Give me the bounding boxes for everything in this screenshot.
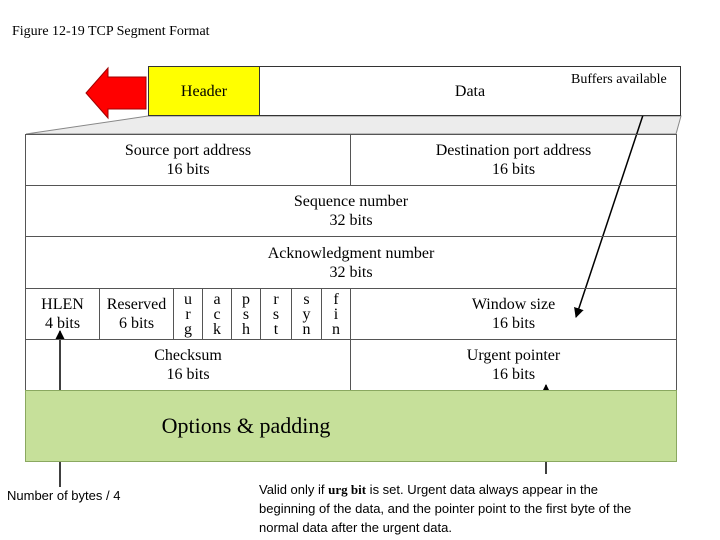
urgent-note-line3: normal data after the urgent data.: [259, 520, 452, 535]
urgent-note-bold: urg bit: [328, 482, 367, 497]
flag-letter: g: [184, 320, 192, 338]
flag-letter: r: [273, 290, 279, 308]
urgent-note-line2: beginning of the data, and the pointer p…: [259, 501, 632, 516]
flag-letter: a: [213, 290, 221, 308]
sequence-number-field: Sequence number 32 bits: [25, 185, 677, 237]
acknowledgment-number-name: Acknowledgment number: [267, 244, 435, 262]
urgent-note-rest: is set. Urgent data always appear in the: [366, 482, 599, 497]
data-box: Data: [259, 66, 681, 116]
checksum-name: Checksum: [154, 347, 222, 364]
options-padding-label: Options & padding: [161, 413, 331, 438]
data-label: Data: [454, 82, 486, 100]
buffers-arrow: [574, 87, 653, 318]
window-size-field: Window size 16 bits: [350, 288, 677, 340]
flag-letter: u: [184, 290, 192, 308]
options-padding-field: Options & padding: [25, 390, 677, 462]
urgent-pointer-bits: 16 bits: [491, 366, 536, 383]
urgent-note-line1: Valid only if urg bit is set. Urgent dat…: [259, 480, 714, 499]
hlen-field: HLEN 4 bits: [25, 288, 100, 340]
figure-caption: Figure 12-19 TCP Segment Format: [12, 24, 210, 39]
hlen-name: HLEN: [41, 296, 84, 313]
sequence-number-name: Sequence number: [293, 193, 409, 210]
flag-letter: s: [272, 305, 280, 323]
urgent-note-prefix: Valid only if: [259, 482, 329, 497]
urgent-pointer-name: Urgent pointer: [466, 347, 561, 364]
acknowledgment-number-field: Acknowledgment number 32 bits: [25, 236, 677, 289]
flag-letter: s: [303, 290, 310, 308]
destination-port-name: Destination port address: [435, 142, 592, 159]
reserved-name: Reserved: [106, 296, 167, 313]
flag-psh: p s h: [231, 288, 261, 340]
reserved-bits: 6 bits: [118, 315, 155, 332]
destination-port-bits: 16 bits: [491, 161, 536, 178]
flag-syn: s y n: [291, 288, 322, 340]
acknowledgment-number-bits: 32 bits: [329, 263, 373, 281]
flag-fin: f i n: [321, 288, 351, 340]
sequence-number-bits: 32 bits: [329, 212, 373, 229]
reserved-field: Reserved 6 bits: [99, 288, 174, 340]
header-label: Header: [180, 82, 228, 100]
expansion-funnel: [25, 115, 682, 135]
checksum-bits: 16 bits: [166, 366, 210, 383]
urgent-pointer-field: Urgent pointer 16 bits: [350, 339, 677, 391]
flag-letter: s: [242, 305, 250, 323]
source-port-field: Source port address 16 bits: [25, 134, 351, 186]
buffers-available-label: Buffers available: [571, 72, 667, 87]
header-box: Header: [148, 66, 260, 116]
flag-letter: y: [302, 305, 311, 323]
flag-letter: c: [213, 305, 221, 323]
flag-ack: a c k: [202, 288, 232, 340]
source-port-name: Source port address: [124, 142, 252, 159]
window-size-bits: 16 bits: [491, 315, 536, 332]
flag-letter: f: [333, 290, 339, 308]
checksum-field: Checksum 16 bits: [25, 339, 351, 391]
flag-letter: i: [333, 305, 339, 323]
flag-rst: r s t: [260, 288, 292, 340]
source-port-bits: 16 bits: [166, 161, 210, 178]
hlen-bits: 4 bits: [44, 315, 81, 332]
flag-letter: r: [185, 305, 191, 323]
left-arrow: [85, 66, 147, 120]
flag-letter: n: [302, 320, 311, 338]
flag-letter: h: [242, 320, 250, 338]
flag-letter: k: [213, 320, 221, 338]
window-size-name: Window size: [471, 296, 556, 313]
flag-letter: t: [273, 320, 279, 338]
destination-port-field: Destination port address 16 bits: [350, 134, 677, 186]
flag-urg: u r g: [173, 288, 203, 340]
urgent-note: Valid only if urg bit is set. Urgent dat…: [259, 480, 714, 537]
bytes-note: Number of bytes / 4: [7, 488, 121, 503]
flag-letter: p: [242, 290, 250, 308]
flag-letter: n: [332, 320, 340, 338]
